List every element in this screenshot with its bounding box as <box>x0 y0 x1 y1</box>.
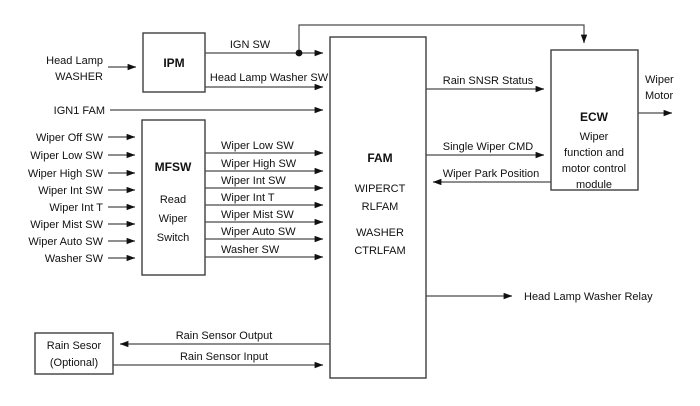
input-label-head-lamp-line-2: WASHER <box>55 71 103 83</box>
signal-label-single-wiper-cmd: Single Wiper CMD <box>443 141 534 153</box>
signal-label-out-wiper-mist-sw: Wiper Mist SW <box>221 209 294 221</box>
fam-block-title: FAM <box>367 151 392 165</box>
ecw-block[interactable] <box>550 49 639 191</box>
input-label-washer-sw: Washer SW <box>45 253 104 265</box>
wire-ign-sw-branch-to-ecw <box>298 24 588 53</box>
fam-sub-line-3: WASHER <box>356 227 404 239</box>
fam-sub-line-4: CTRLFAM <box>354 245 405 257</box>
junction-dot-ign-sw <box>295 49 303 57</box>
input-label-wiper-low-sw: Wiper Low SW <box>30 150 103 162</box>
rain-sensor-block[interactable] <box>34 332 114 375</box>
mfsw-block[interactable] <box>141 119 206 276</box>
signal-label-rain-sensor-output: Rain Sensor Output <box>176 330 273 342</box>
signal-label-ign-sw: IGN SW <box>230 39 271 51</box>
ecw-sub-line-3: motor control <box>562 163 626 175</box>
fam-block[interactable] <box>329 36 427 379</box>
signal-label-out-wiper-auto-sw: Wiper Auto SW <box>221 226 296 238</box>
ecw-block-title: ECW <box>580 110 609 124</box>
input-label-head-lamp-line-1: Head Lamp <box>46 55 103 67</box>
mfsw-block-title: MFSW <box>155 160 192 174</box>
output-label-head-lamp-washer-relay: Head Lamp Washer Relay <box>524 291 653 303</box>
ipm-block[interactable] <box>142 32 206 93</box>
signal-label-rain-sensor-input: Rain Sensor Input <box>180 351 268 363</box>
input-label-wiper-int-sw: Wiper Int SW <box>38 185 103 197</box>
mfsw-sub-line-2: Wiper <box>159 213 188 225</box>
ecw-sub-line-2: function and <box>564 147 624 159</box>
ecw-sub-line-4: module <box>576 179 612 191</box>
output-label-wiper-motor-line-2: Motor <box>645 90 673 102</box>
ipm-block-title: IPM <box>163 56 184 70</box>
fam-sub-line-1: WIPERCT <box>355 183 406 195</box>
input-label-wiper-auto-sw: Wiper Auto SW <box>28 236 103 248</box>
rain-sensor-label-line-1: Rain Sesor <box>47 340 102 352</box>
input-label-wiper-mist-sw: Wiper Mist SW <box>30 219 103 231</box>
output-label-wiper-motor-line-1: Wiper <box>645 74 674 86</box>
input-label-wiper-int-t: Wiper Int T <box>49 202 103 214</box>
signal-label-out-wiper-int-t: Wiper Int T <box>221 192 275 204</box>
signal-label-rain-snsr-status: Rain SNSR Status <box>443 75 534 87</box>
rain-sensor-label-line-2: (Optional) <box>50 357 98 369</box>
signal-label-head-lamp-washer-sw: Head Lamp Washer SW <box>210 72 329 84</box>
input-label-wiper-off-sw: Wiper Off SW <box>36 132 104 144</box>
fam-sub-line-2: RLFAM <box>362 201 399 213</box>
input-label-ign1-fam: IGN1 FAM <box>54 105 105 117</box>
signal-label-out-washer-sw: Washer SW <box>221 244 280 256</box>
signal-label-out-wiper-low-sw: Wiper Low SW <box>221 140 294 152</box>
signal-label-out-wiper-int-sw: Wiper Int SW <box>221 175 286 187</box>
ecw-sub-line-1: Wiper <box>580 131 609 143</box>
mfsw-sub-line-1: Read <box>160 194 186 206</box>
signal-label-wiper-park-position: Wiper Park Position <box>443 168 540 180</box>
mfsw-sub-line-3: Switch <box>157 232 189 244</box>
input-label-wiper-high-sw: Wiper High SW <box>28 168 104 180</box>
signal-label-out-wiper-high-sw: Wiper High SW <box>221 158 297 170</box>
